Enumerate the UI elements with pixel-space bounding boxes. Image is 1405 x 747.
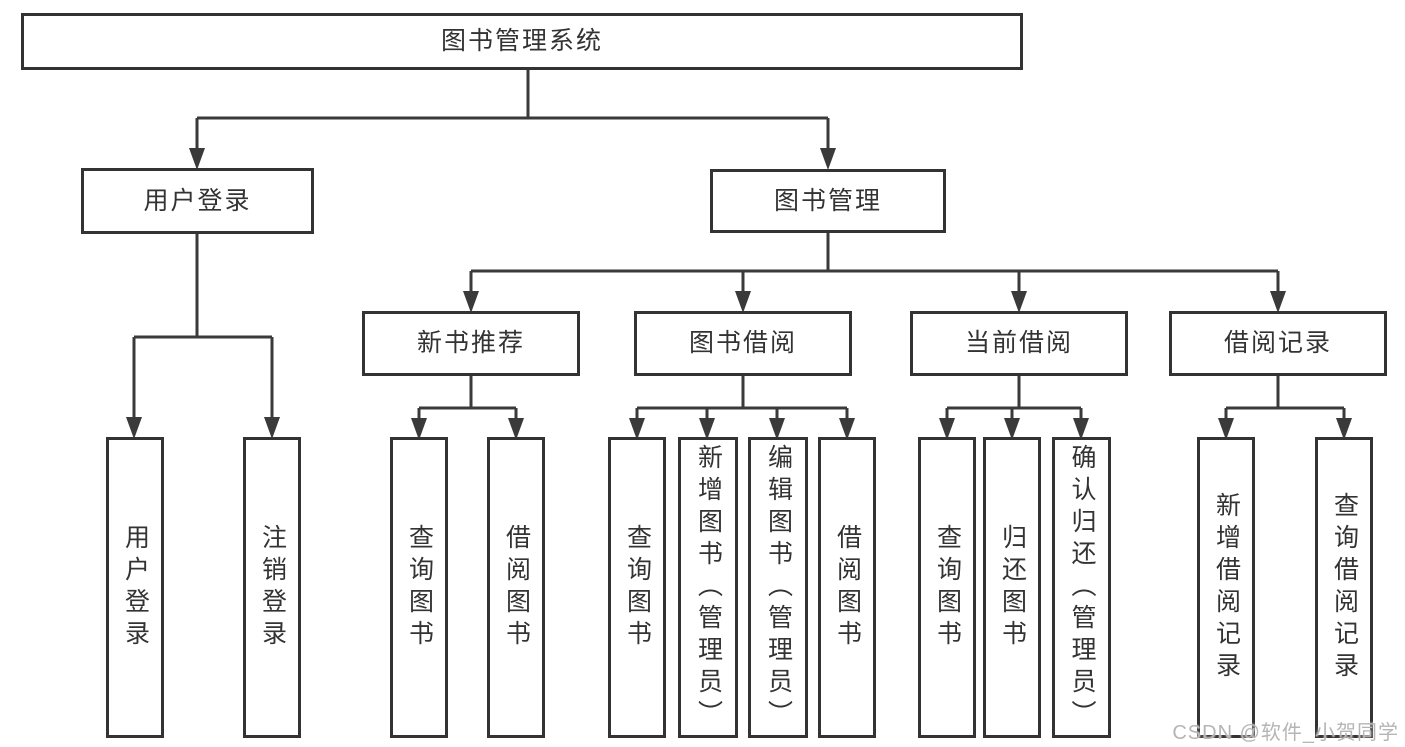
node-label: 注销登录 (258, 523, 287, 652)
node-label: 图书借阅 (688, 329, 797, 357)
leaf-return-books: 归还图书 (983, 437, 1041, 738)
leaf-edit-books-admin: 编辑图书（管理员） (748, 437, 808, 738)
leaf-add-books-admin: 新增图书（管理员） (678, 437, 738, 738)
csdn-watermark: CSDN @软件_小贺同学 (1172, 722, 1399, 744)
leaf-search-books-2: 查询图书 (608, 437, 666, 738)
leaf-search-books-1: 查询图书 (390, 437, 448, 738)
down-arrow-icon (1011, 291, 1027, 313)
down-arrow-icon (820, 148, 836, 170)
node-label: 新书推荐 (416, 329, 525, 357)
leaf-confirm-return-admin: 确认归还（管理员） (1052, 437, 1111, 738)
leaf-user-login: 用户登录 (106, 437, 164, 738)
node-label: 当前借阅 (964, 329, 1073, 357)
node-book-borrowing: 图书借阅 (634, 311, 852, 376)
node-label: 新增图书（管理员） (694, 443, 723, 732)
node-label: 查询图书 (623, 523, 652, 652)
leaf-search-books-3: 查询图书 (918, 437, 976, 738)
leaf-borrow-books-1: 借阅图书 (487, 437, 545, 738)
node-label: 编辑图书（管理员） (764, 443, 793, 732)
down-arrow-icon (189, 148, 205, 170)
connector-book-management-to-level3 (463, 233, 1286, 313)
node-current-borrowing: 当前借阅 (910, 311, 1128, 376)
down-arrow-icon (264, 417, 280, 439)
node-book-management: 图书管理 (710, 169, 946, 233)
down-arrow-icon (126, 417, 142, 439)
leaf-logout: 注销登录 (243, 437, 301, 738)
node-label: 查询图书 (405, 523, 434, 652)
leaf-borrow-books-2: 借阅图书 (818, 437, 876, 738)
connector-new-book-to-children (411, 376, 524, 440)
node-label: 用户登录 (143, 186, 252, 215)
connector-borrowing-records-to-children (1218, 376, 1352, 440)
node-label: 图书管理 (773, 186, 882, 215)
node-label: 借阅记录 (1223, 329, 1332, 357)
node-label: 查询借阅记录 (1330, 491, 1359, 684)
node-label: 查询图书 (933, 523, 962, 652)
node-label: 用户登录 (121, 523, 150, 652)
down-arrow-icon (735, 291, 751, 313)
node-new-book-recommendation: 新书推荐 (362, 311, 580, 376)
node-borrowing-records: 借阅记录 (1169, 311, 1387, 376)
down-arrow-icon (463, 291, 479, 313)
connector-current-borrowing-to-children (939, 376, 1089, 440)
node-label: 确认归还（管理员） (1068, 443, 1096, 732)
node-label: 归还图书 (998, 523, 1027, 652)
node-library-management-system: 图书管理系统 (21, 13, 1023, 70)
node-label: 借阅图书 (502, 523, 531, 652)
connector-user-login-to-children (126, 234, 280, 439)
down-arrow-icon (1270, 291, 1286, 313)
leaf-search-borrow-record: 查询借阅记录 (1315, 437, 1373, 738)
connector-root-to-level2 (189, 70, 836, 170)
connector-book-borrowing-to-children (629, 376, 855, 440)
leaf-add-borrow-record: 新增借阅记录 (1197, 437, 1255, 738)
node-label: 新增借阅记录 (1212, 491, 1241, 684)
node-label: 借阅图书 (833, 523, 862, 652)
node-label: 图书管理系统 (440, 27, 603, 55)
node-user-login: 用户登录 (81, 168, 314, 234)
